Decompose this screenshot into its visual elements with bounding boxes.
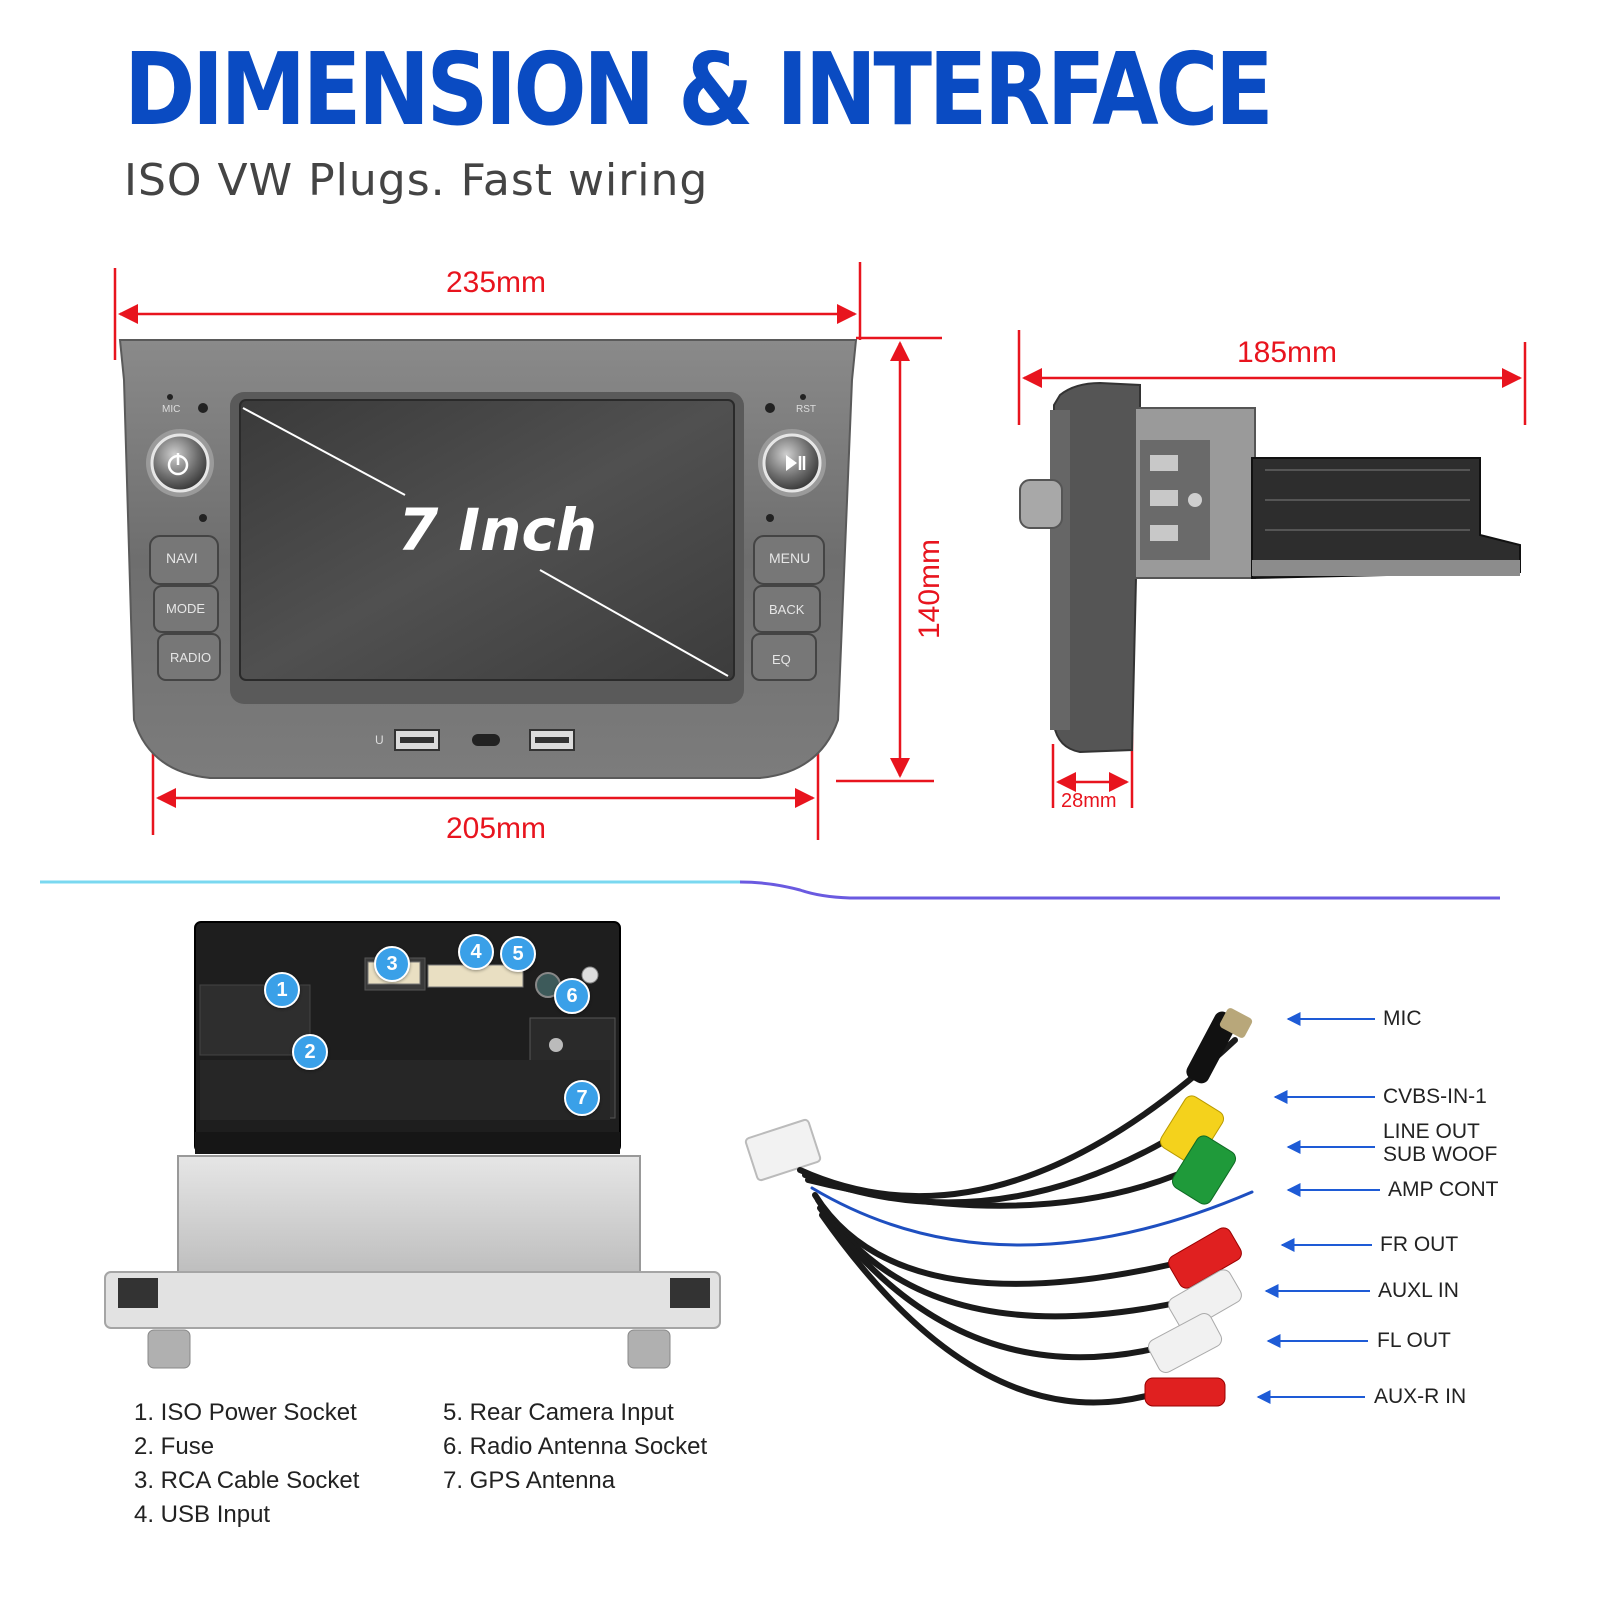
menu-button[interactable]: MENU	[769, 550, 811, 566]
eq-button[interactable]: EQ	[772, 652, 791, 667]
cable-label-amp-cont: AMP CONT	[1388, 1178, 1499, 1201]
port-legend-1: 1. ISO Power Socket	[134, 1399, 357, 1426]
port-badge-1: 1	[264, 972, 300, 1008]
side-thickness-label: 28mm	[1061, 790, 1117, 812]
port-legend-3: 3. RCA Cable Socket	[134, 1467, 360, 1494]
navi-button[interactable]: NAVI	[166, 550, 198, 566]
page-title: DIMENSION & INTERFACE	[124, 31, 1274, 148]
top-width-label: 235mm	[446, 266, 547, 299]
port-legend-6: 6. Radio Antenna Socket	[443, 1433, 708, 1460]
cable-label-fl-out: FL OUT	[1377, 1329, 1451, 1352]
depth-label: 185mm	[1237, 336, 1338, 369]
cable-label-cvbs: CVBS-IN-1	[1383, 1085, 1487, 1108]
side-view	[1019, 381, 1521, 754]
usb-label: U	[375, 733, 384, 747]
rst-label: RST	[796, 404, 816, 415]
cable-label-line-out: LINE OUT SUB WOOF	[1383, 1120, 1498, 1166]
bottom-width-label: 205mm	[446, 812, 547, 845]
port-badge-4: 4	[458, 934, 494, 970]
mic-label: MIC	[162, 404, 181, 415]
cable-label-fr-out: FR OUT	[1380, 1233, 1459, 1256]
port-legend-4: 4. USB Input	[134, 1501, 271, 1528]
port-badge-3: 3	[374, 946, 410, 982]
port-legend-7: 7. GPS Antenna	[443, 1467, 616, 1494]
front-panel	[118, 339, 858, 779]
screen-size-label: 7 Inch	[398, 496, 598, 564]
cable-label-aux-r-in: AUX-R IN	[1374, 1385, 1467, 1408]
port-badge-5: 5	[500, 936, 536, 972]
port-legend-5: 5. Rear Camera Input	[443, 1399, 674, 1426]
section-divider	[40, 880, 1500, 900]
mode-button[interactable]: MODE	[166, 601, 205, 616]
back-button[interactable]: BACK	[769, 602, 805, 617]
cable-label-mic: MIC	[1383, 1007, 1422, 1030]
dimension-drawing	[40, 262, 1527, 900]
port-badge-6: 6	[554, 978, 590, 1014]
page-subtitle: ISO VW Plugs. Fast wiring	[124, 155, 709, 206]
dimension-lines	[113, 262, 1527, 840]
rca-cable-harness	[744, 1008, 1254, 1407]
cable-arrows	[1256, 1012, 1380, 1404]
unit-back-view	[104, 921, 721, 1369]
port-badge-2: 2	[292, 1034, 328, 1070]
radio-button[interactable]: RADIO	[170, 650, 212, 665]
port-badge-7: 7	[564, 1080, 600, 1116]
port-legend-2: 2. Fuse	[134, 1433, 215, 1460]
cable-label-auxl-in: AUXL IN	[1378, 1279, 1459, 1302]
